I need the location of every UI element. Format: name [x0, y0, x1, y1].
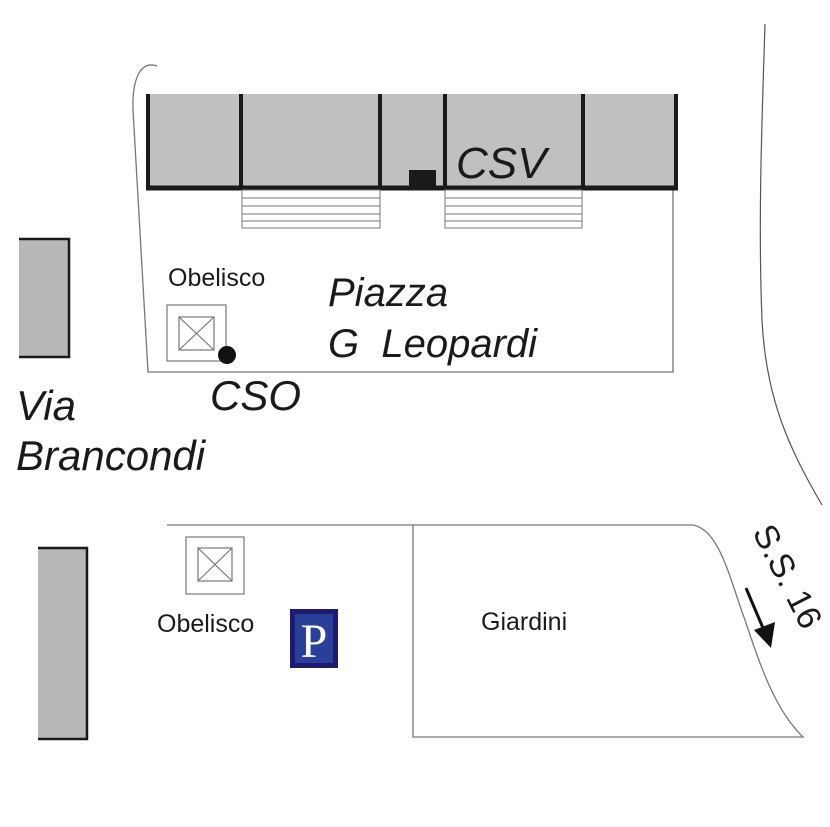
entrance-marker-icon	[409, 170, 436, 187]
arrow-down-icon	[744, 587, 775, 648]
obelisco-bottom-label: Obelisco	[157, 610, 254, 638]
parking-sign-icon: P	[290, 609, 338, 668]
staircase-right	[444, 189, 583, 229]
giardini-label: Giardini	[481, 608, 567, 636]
via-label-line1: Via	[16, 382, 76, 429]
staircase-left	[241, 189, 381, 229]
cso-label: CSO	[210, 372, 301, 419]
piazza-label-line2: G Leopardi	[328, 322, 538, 366]
via-label-line2: Brancondi	[16, 432, 207, 479]
main-building	[146, 94, 678, 191]
giardini-boundary	[412, 524, 805, 738]
road-edge-upper	[759, 23, 823, 506]
obelisk-icon	[166, 304, 227, 362]
side-building-bottom	[38, 546, 89, 741]
side-building-top	[19, 237, 71, 359]
obelisk-icon	[185, 536, 245, 595]
parking-letter: P	[301, 615, 328, 668]
csv-label: CSV	[456, 139, 550, 188]
piazza-boundary	[132, 64, 674, 373]
piazza-label-line1: Piazza	[328, 271, 448, 315]
location-dot-icon	[218, 346, 236, 364]
obelisco-top-label: Obelisco	[168, 264, 265, 292]
